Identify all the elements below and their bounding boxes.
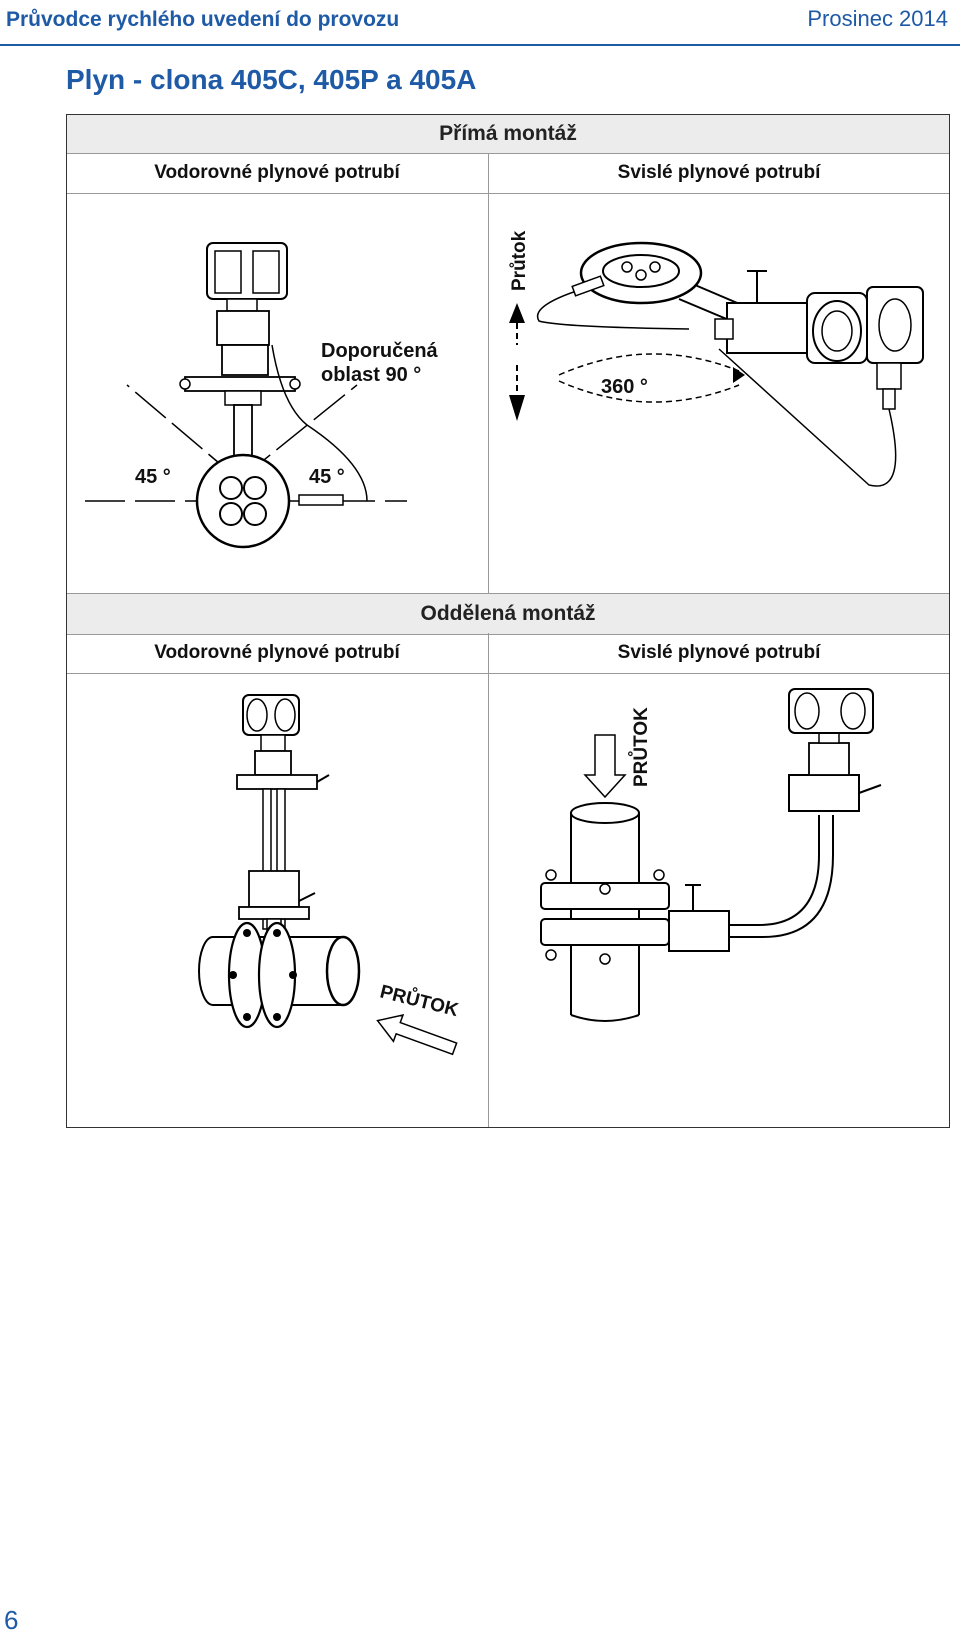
divider bbox=[488, 153, 489, 593]
page-number: 6 bbox=[4, 1605, 19, 1635]
remote-horizontal-illustration: PRŮTOK bbox=[198, 694, 461, 1056]
direct-horizontal-illustration: Doporučená oblast 90 ° 45 ° 45 ° bbox=[85, 242, 439, 549]
direct-vertical-header: Svislé plynové potrubí bbox=[617, 162, 821, 183]
direct-vertical-illustration: Průtok 360 ° bbox=[509, 230, 924, 487]
divider bbox=[67, 673, 949, 674]
page-title: Plyn - clona 405C, 405P a 405A bbox=[66, 64, 477, 95]
recommended-label-line1: Doporučená bbox=[321, 340, 439, 362]
direct-horizontal-header: Vodorovné plynové potrubí bbox=[154, 162, 400, 183]
flow-label-left: PRŮTOK bbox=[378, 980, 461, 1022]
recommended-label-line2: oblast 90 ° bbox=[321, 364, 421, 386]
installation-table: Přímá montáž Vodorovné plynové potrubí S… bbox=[66, 114, 950, 1128]
direct-mount-band: Přímá montáž bbox=[67, 115, 949, 154]
flow-label-right: PRŮTOK bbox=[629, 707, 652, 787]
flow-label-vertical: Průtok bbox=[509, 230, 530, 291]
remote-horizontal-header: Vodorovné plynové potrubí bbox=[154, 642, 400, 663]
divider bbox=[67, 193, 949, 194]
remote-vertical-illustration: PRŮTOK bbox=[540, 688, 882, 1022]
header-rule bbox=[0, 44, 960, 46]
rotation-label: 360 ° bbox=[601, 376, 648, 398]
angle-right-label: 45 ° bbox=[309, 466, 345, 488]
doc-header-date: Prosinec 2014 bbox=[807, 6, 948, 31]
doc-header-title: Průvodce rychlého uvedení do provozu bbox=[6, 8, 400, 31]
remote-mount-band: Oddělená montáž bbox=[67, 593, 949, 635]
remote-vertical-header: Svislé plynové potrubí bbox=[617, 642, 821, 663]
angle-left-label: 45 ° bbox=[135, 466, 171, 488]
divider bbox=[488, 633, 489, 1127]
